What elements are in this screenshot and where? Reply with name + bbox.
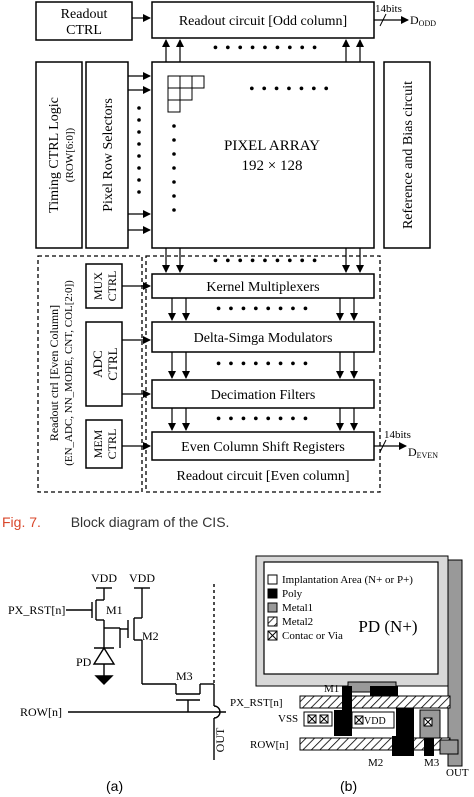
ref-bias-label: Reference and Bias circuit (401, 81, 416, 229)
readout-ctrl-even-dashed (37, 255, 143, 493)
mem-ctrl-label: MEM (91, 429, 105, 458)
kernel-in-dots: • • • • • • • • • (213, 254, 319, 269)
svg-text:Implantation Area (N+ or P+): Implantation Area (N+ or P+) (282, 574, 413, 586)
row-label-a: ROW[n] (20, 705, 62, 719)
mux-ctrl-block (85, 263, 123, 309)
pixel-row-dots: • • • • • • • (249, 82, 330, 97)
timing-ctrl-label: Timing CTRL Logic (47, 97, 62, 213)
dsm-to-dec-arrows (168, 352, 358, 379)
pixel-col-dots (172, 124, 176, 212)
d-odd-label: DODD (410, 13, 436, 28)
even-shift-block (151, 431, 375, 461)
kernel-to-dsm-arrows (168, 298, 358, 321)
kernel-mux-block (151, 273, 375, 299)
row-selectors-label: Pixel Row Selectors (101, 98, 116, 212)
svg-text:Metal1: Metal1 (282, 602, 313, 614)
vdd-right-label: VDD (129, 571, 155, 585)
figure-caption-text: Block diagram of the CIS. (70, 514, 230, 530)
even-bus-slash (379, 439, 387, 453)
m1-label-b: M1 (324, 683, 339, 695)
even-shift-label: Even Column Shift Registers (181, 440, 345, 455)
svg-text:Contac or Via: Contac or Via (282, 630, 343, 642)
readout-even-dashed (145, 255, 381, 493)
layout-legend: Implantation Area (N+ or P+) Poly Metal1… (267, 574, 413, 642)
d-even-label: DEVEN (408, 445, 438, 460)
m1-label: M1 (106, 603, 123, 617)
delta-sigma-block (151, 321, 375, 353)
pixel-schematic: VDD VDD PX_RST[n] M1 M2 PD (8, 571, 227, 760)
vdd-label-b: VDD (364, 716, 386, 727)
svg-text:Poly: Poly (282, 588, 303, 600)
readout-ctrl-label-line2: CTRL (66, 23, 102, 38)
readout-ctrl-label: Readout (61, 7, 108, 22)
mux-ctrl-label-2: CTRL (105, 271, 119, 302)
array-to-kernel-arrows (162, 248, 364, 273)
pd-n-label: PD (N+) (358, 617, 417, 636)
ctrl-arrows (122, 282, 151, 450)
pd-label: PD (76, 655, 92, 669)
adc-ctrl-block (85, 321, 123, 407)
m3-label-b: M3 (424, 757, 440, 769)
figure-caption: Fig. 7. Block diagram of the CIS. (2, 514, 229, 530)
vss-label-b: VSS (278, 713, 298, 725)
mem-ctrl-label-2: CTRL (105, 429, 119, 460)
m3-label: M3 (176, 669, 193, 683)
bits-top-label: 14bits (375, 3, 402, 15)
readout-ctrl-block (35, 1, 133, 41)
dsm-in-dots: • • • • • • • • (216, 302, 310, 317)
odd-bus-slash (379, 13, 387, 27)
readout-even-ctrl-sub: (EN_ADC, NN_MODE, CNT, COL[2:0]) (63, 280, 75, 466)
decimation-label: Decimation Filters (211, 388, 316, 403)
timing-ctrl-sub: (ROW[6:0]) (64, 127, 76, 182)
dec-in-dots: • • • • • • • • (216, 357, 310, 372)
decimation-block (151, 379, 375, 409)
figure-number: Fig. 7. (2, 514, 41, 530)
px-rst-metal (299, 695, 451, 709)
dec-to-shift-arrows (168, 408, 358, 431)
array-to-odd-arrows (162, 39, 364, 62)
row-label-b: ROW[n] (250, 739, 289, 751)
kernel-mux-label: Kernel Multiplexers (206, 280, 319, 295)
pixel-array-title: PIXEL ARRAY (224, 138, 320, 154)
pixel-cells (167, 75, 205, 113)
subfig-a-label: (a) (106, 778, 123, 794)
pd-inner (263, 561, 439, 675)
svg-text:Metal2: Metal2 (282, 616, 313, 628)
mux-ctrl-label: MUX (91, 272, 105, 300)
readout-even-label: Readout circuit [Even column] (177, 469, 350, 484)
pixel-array-dims: 192 × 128 (242, 158, 303, 174)
adc-ctrl-label: ADC (90, 350, 105, 377)
readout-odd-block (151, 1, 375, 39)
odd-arrow-dots: • • • • • • • • • (213, 41, 319, 56)
row-arrow-dots (137, 106, 141, 194)
bits-bottom-label: 14bits (384, 429, 411, 441)
shift-in-dots: • • • • • • • • (216, 412, 310, 427)
readout-even-ctrl-title: Readout ctrl [Even Column] (47, 305, 61, 441)
m2-label: M2 (142, 629, 159, 643)
out-label-b: OUT (446, 767, 469, 779)
vdd-left-label: VDD (91, 571, 117, 585)
adc-ctrl-label-2: CTRL (105, 347, 120, 380)
px-rst-label: PX_RST[n] (8, 603, 65, 617)
ref-bias-block (383, 61, 431, 249)
row-selectors-block (85, 61, 129, 249)
readout-odd-label: Readout circuit [Odd column] (179, 14, 347, 29)
subfig-b-label: (b) (340, 778, 357, 794)
mem-ctrl-block (85, 419, 123, 469)
out-label-a: OUT (213, 727, 227, 752)
delta-sigma-label: Delta-Simga Modulators (194, 331, 333, 346)
row-select-arrows (128, 72, 151, 234)
px-rst-label-b: PX_RST[n] (230, 697, 283, 709)
block-diagram: Readout CTRL Readout circuit [Odd column… (35, 1, 438, 493)
out-metal-strip (447, 559, 463, 767)
pixel-layout: Implantation Area (N+ or P+) Poly Metal1… (230, 555, 469, 779)
m2-label-b: M2 (368, 757, 383, 769)
timing-ctrl-block (35, 61, 83, 249)
